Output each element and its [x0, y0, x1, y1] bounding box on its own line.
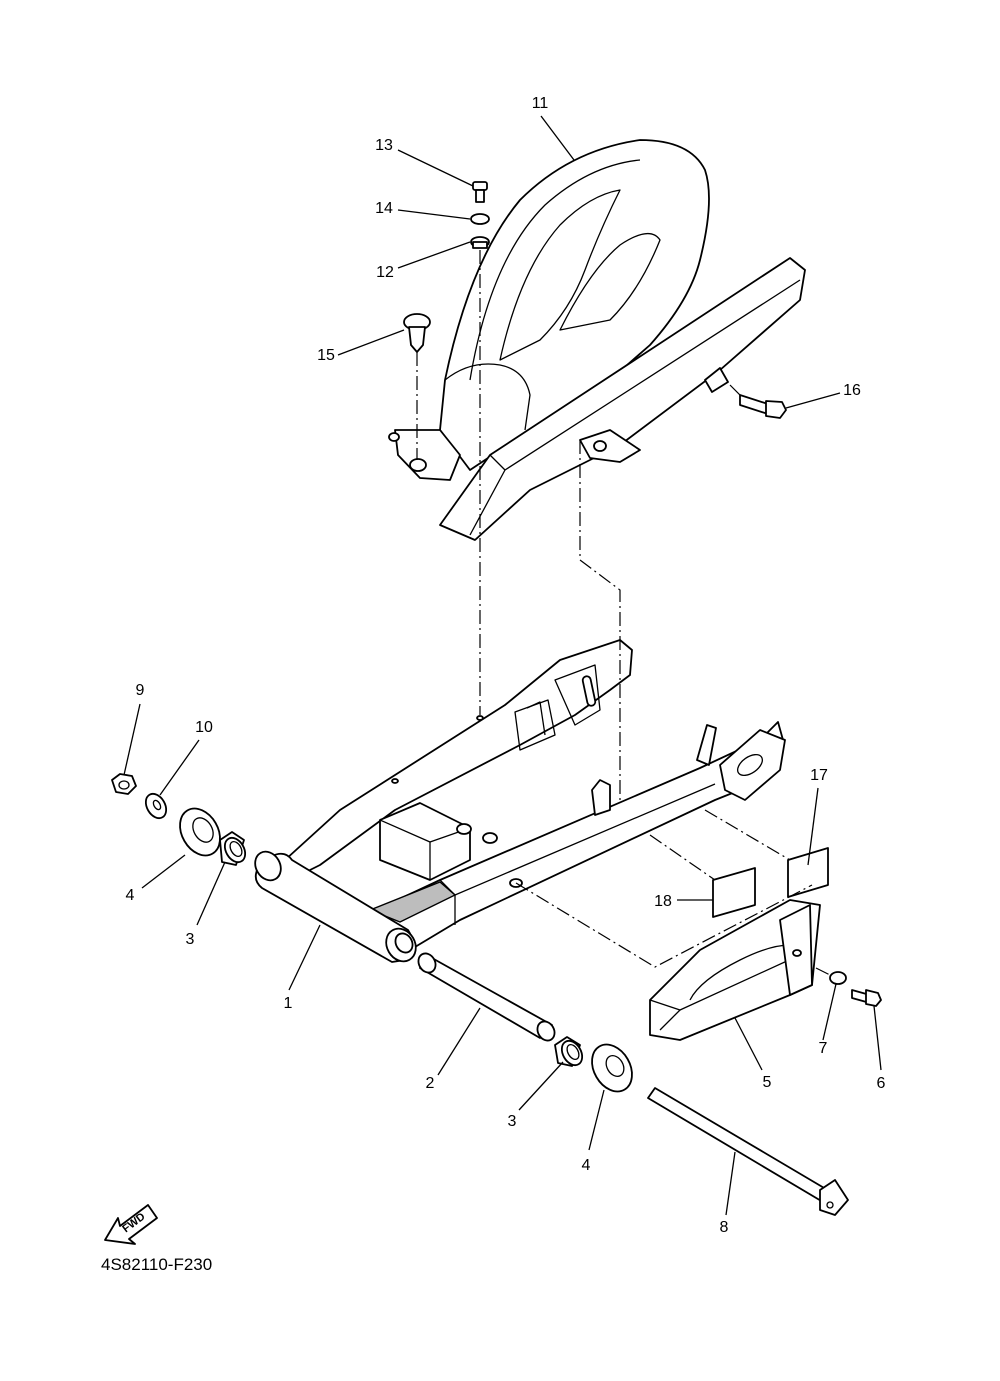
- thrust-cover-4b: [591, 1043, 633, 1093]
- callout-labels: 11 13 14 12 15 16 9 10 4 3 17 18 1 2 3 4…: [126, 95, 886, 1236]
- bolt-13: [472, 181, 488, 203]
- pivot-shaft-8: [647, 1087, 849, 1216]
- assembly-lines: [416, 250, 831, 976]
- bolt-16: [739, 394, 787, 419]
- bearing-3b: [554, 1036, 584, 1067]
- callout-3-left: 3: [186, 931, 195, 948]
- callout-3-right: 3: [508, 1113, 517, 1130]
- collar-12: [470, 236, 490, 249]
- clip-15: [403, 313, 431, 353]
- rear-arm: [254, 639, 786, 963]
- callout-8: 8: [720, 1219, 729, 1236]
- callout-2: 2: [426, 1075, 435, 1092]
- thrust-cover-4a: [179, 807, 221, 857]
- callout-13: 13: [375, 137, 393, 154]
- rear-fender: [388, 139, 806, 541]
- callout-11: 11: [532, 95, 549, 112]
- callout-10: 10: [195, 719, 213, 736]
- callout-18: 18: [654, 893, 672, 910]
- callout-17: 17: [810, 767, 828, 784]
- washer-14: [470, 213, 490, 225]
- callout-7: 7: [819, 1040, 828, 1057]
- callout-15: 15: [317, 347, 335, 364]
- callout-4-right: 4: [582, 1157, 591, 1174]
- bolt-6: [851, 989, 882, 1007]
- chain-guard: [649, 899, 821, 1041]
- collar-2: [417, 952, 556, 1042]
- callout-9: 9: [136, 682, 145, 699]
- label-17: [787, 847, 829, 898]
- callout-1: 1: [284, 995, 293, 1012]
- callout-6: 6: [877, 1075, 886, 1092]
- label-18: [712, 867, 756, 918]
- callout-16: 16: [843, 382, 861, 399]
- callout-4-left: 4: [126, 887, 135, 904]
- diagram-code: 4S82110-F230: [101, 1255, 212, 1274]
- nut-9: [111, 773, 137, 795]
- callout-12: 12: [376, 264, 394, 281]
- fwd-arrow: FWD: [104, 1204, 158, 1245]
- collar-7: [829, 971, 847, 985]
- callout-5: 5: [763, 1074, 772, 1091]
- washer-10: [144, 792, 168, 820]
- bearing-3a: [219, 831, 247, 866]
- callout-14: 14: [375, 200, 393, 217]
- leader-lines: [123, 115, 882, 1216]
